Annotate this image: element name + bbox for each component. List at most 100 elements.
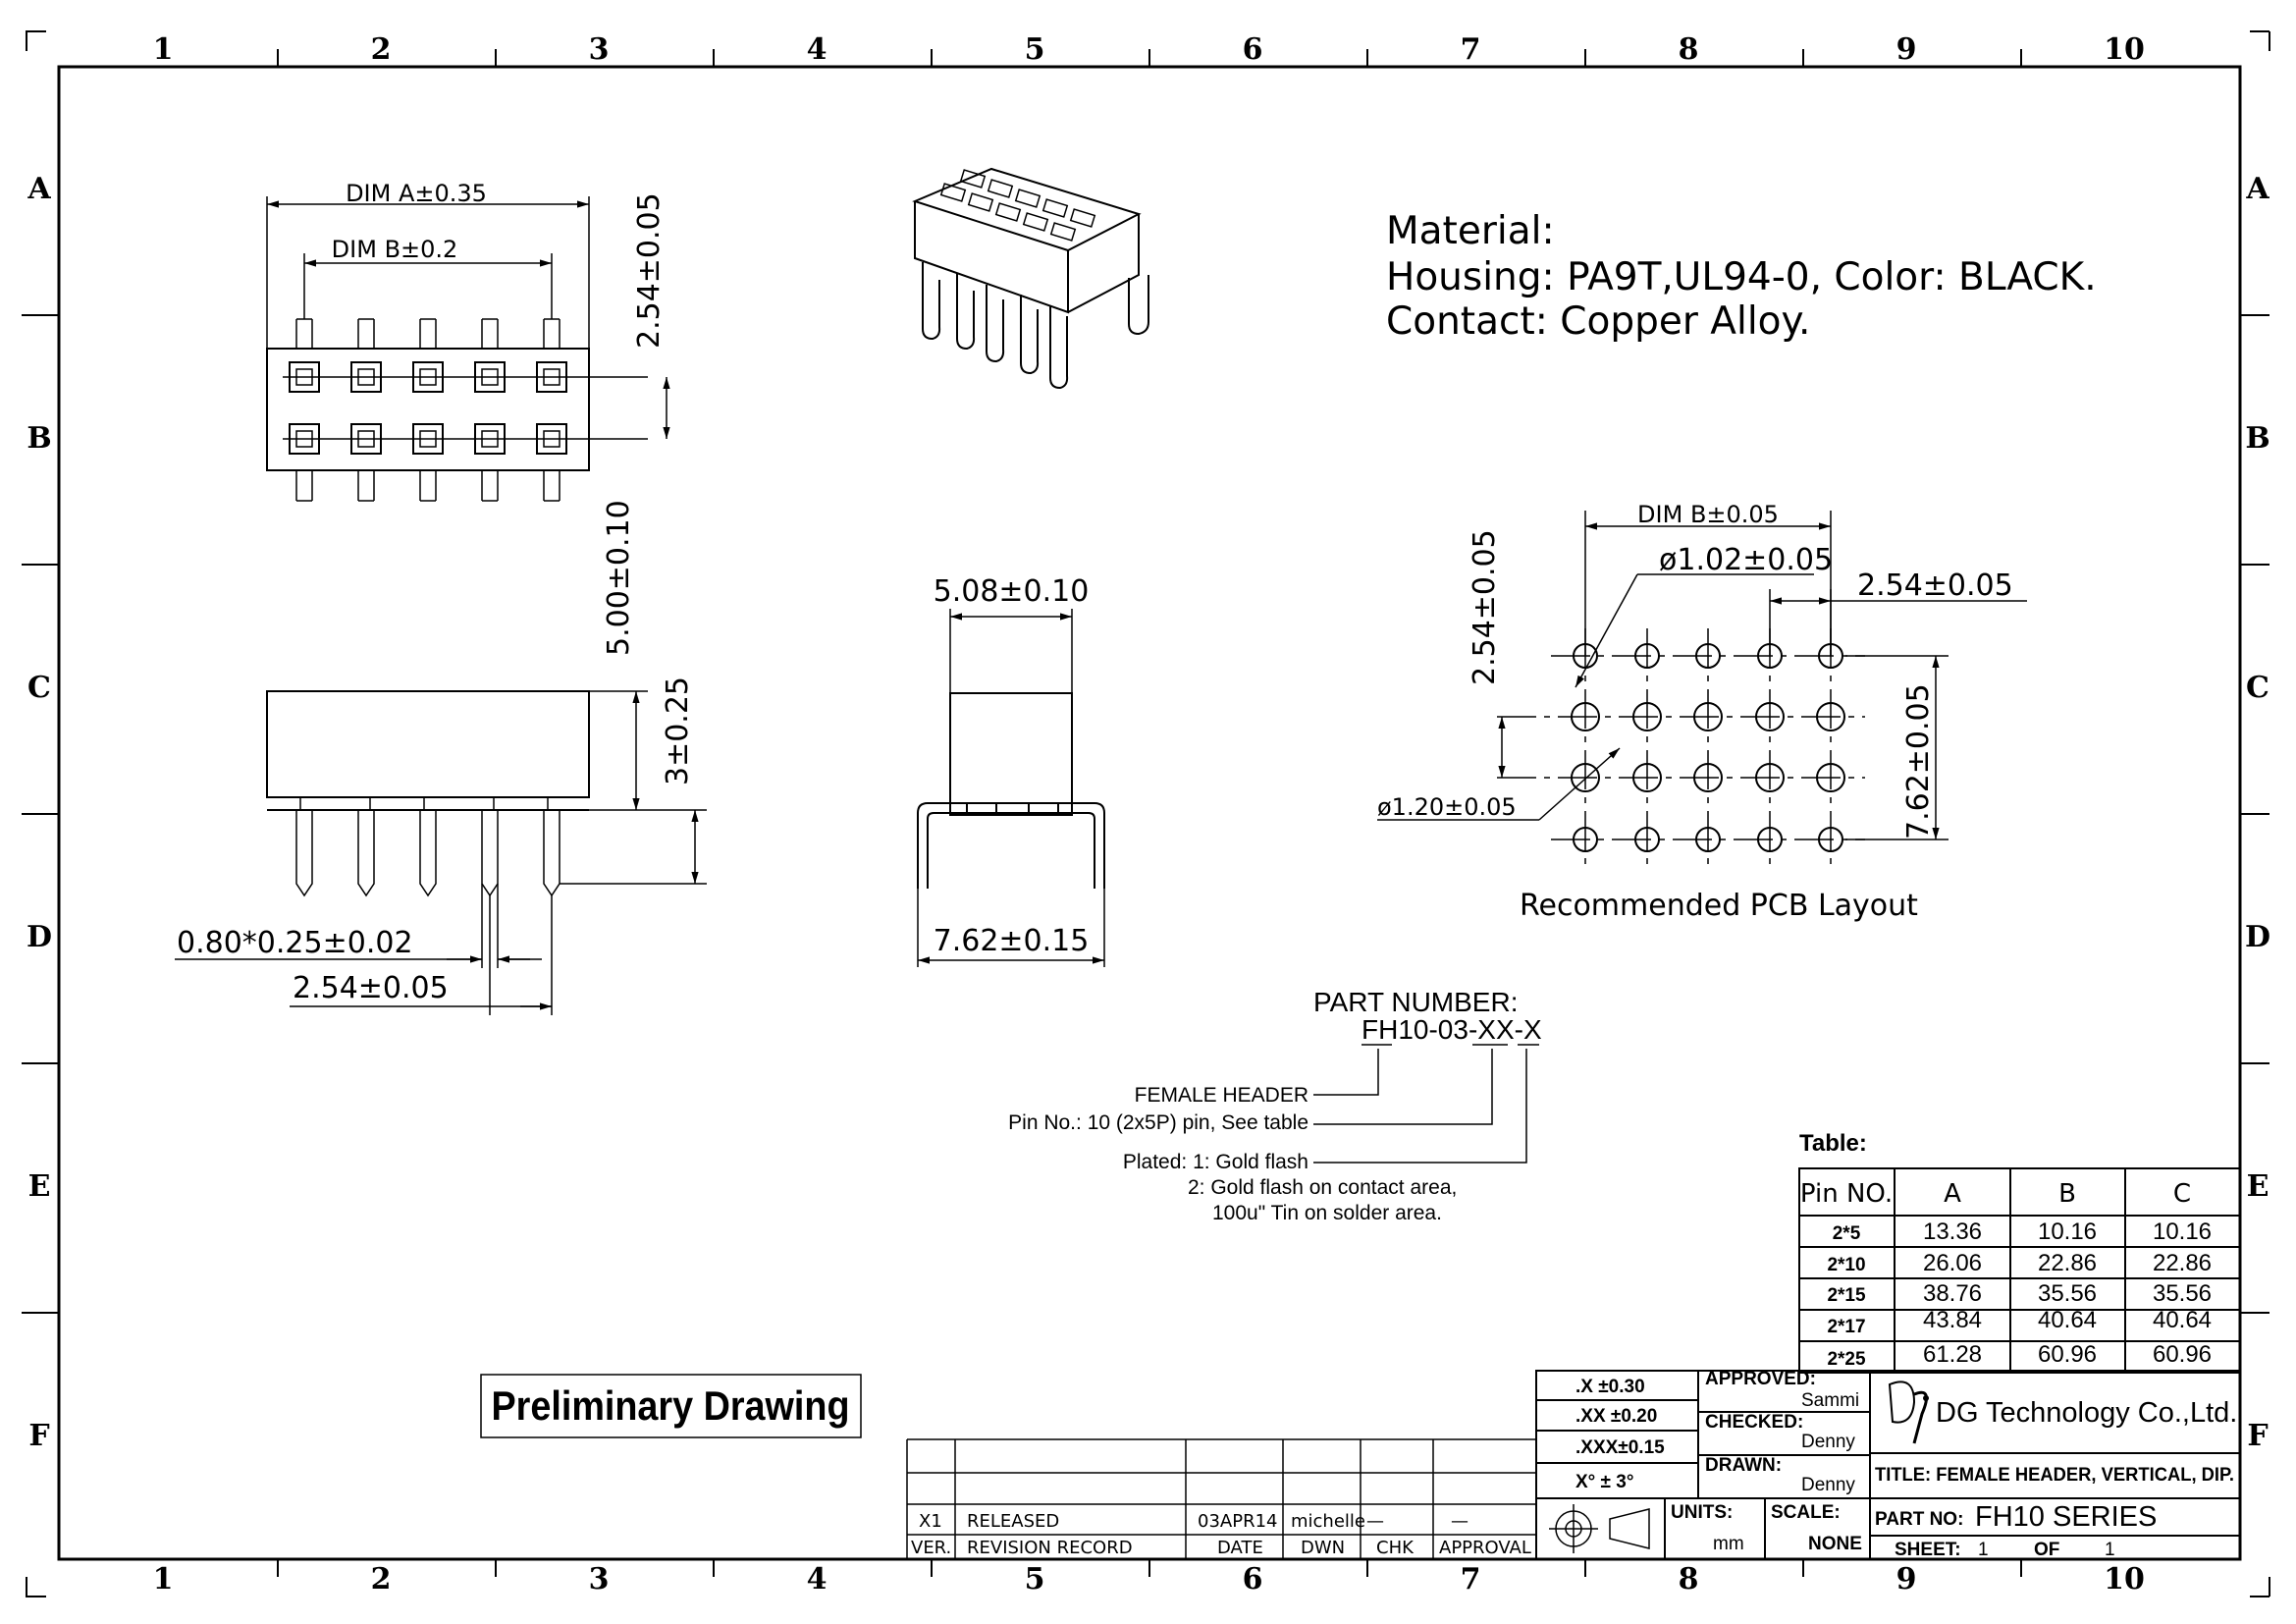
end-width-label: 5.08±0.10 — [934, 574, 1090, 609]
pcb-hole-large-label: ø1.20±0.05 — [1377, 793, 1517, 821]
table-cell: 60.96 — [2153, 1341, 2212, 1368]
zone-col-1-bottom: 1 — [153, 1562, 174, 1597]
pcb-layout: DIM B±0.05 ø1.02±0.05 2.54±0.05 2.54±0.0… — [1377, 501, 2027, 923]
side-pin-length-label: 3±0.25 — [661, 677, 695, 785]
table-cell: 10.16 — [2153, 1218, 2212, 1245]
pn-desc-female-header: FEMALE HEADER — [1135, 1084, 1308, 1107]
pn-prefix: FH — [1362, 1014, 1398, 1045]
pn-desc-pin-no: Pin No.: 10 (2x5P) pin, See table — [1008, 1111, 1308, 1134]
zone-row-c-right: C — [2246, 671, 2269, 705]
material-notes: Material: Housing: PA9T,UL94-0, Color: B… — [1386, 209, 2097, 344]
preliminary-label: Preliminary Drawing — [492, 1382, 850, 1429]
zone-labels-right: A B C D E F — [2245, 172, 2270, 1453]
drawn-name: Denny — [1801, 1475, 1855, 1495]
table-cell: 22.86 — [2153, 1250, 2212, 1276]
scale-label: SCALE: — [1771, 1502, 1841, 1523]
rev-header-record: REVISION RECORD — [967, 1538, 1133, 1558]
table-cell: 2*15 — [1827, 1285, 1866, 1306]
zone-col-2: 2 — [371, 32, 392, 67]
zone-col-5: 5 — [1025, 32, 1045, 67]
zone-row-d: D — [27, 920, 52, 954]
table-cell: 43.84 — [1923, 1307, 1982, 1333]
table-row: 2*5 13.36 10.16 10.16 — [1833, 1218, 2212, 1245]
zone-col-4-bottom: 4 — [807, 1562, 828, 1597]
side-height-label: 5.00±0.10 — [602, 500, 636, 656]
pn-dash: - — [1515, 1014, 1523, 1045]
zone-labels-bottom: 1 2 3 4 5 6 7 8 9 10 — [153, 1562, 2145, 1597]
pn-desc-plated-2: 2: Gold flash on contact area, — [1188, 1176, 1457, 1199]
pin-size-label: 0.80*0.25±0.02 — [177, 926, 413, 960]
zone-row-e: E — [28, 1169, 51, 1204]
part-no-value: FH10 SERIES — [1975, 1501, 2157, 1533]
zone-row-e-right: E — [2247, 1169, 2269, 1204]
material-housing: Housing: PA9T,UL94-0, Color: BLACK. — [1386, 255, 2097, 299]
zone-col-10-bottom: 10 — [2104, 1562, 2145, 1597]
zone-col-10: 10 — [2104, 32, 2145, 67]
table-header-a: A — [1944, 1179, 1961, 1209]
pn-x: X — [1523, 1014, 1542, 1045]
zone-col-9-bottom: 9 — [1896, 1562, 1917, 1597]
zone-col-6-bottom: 6 — [1243, 1562, 1263, 1597]
end-view: 5.08±0.10 7.62±0.15 — [917, 574, 1105, 967]
table-cell: 22.86 — [2038, 1250, 2097, 1276]
approved-name: Sammi — [1801, 1390, 1859, 1411]
rev-header-approval: APPROVAL — [1439, 1538, 1531, 1558]
table-cell: 61.28 — [1923, 1341, 1982, 1368]
zone-labels-left: A B C D E F — [27, 172, 52, 1453]
rev-header-ver: VER. — [911, 1538, 951, 1558]
pn-desc-plated-1: Plated: 1: Gold flash — [1123, 1151, 1308, 1173]
rev-dwn: michelle — [1291, 1511, 1365, 1532]
approved-label: APPROVED: — [1705, 1369, 1816, 1389]
side-view: 5.00±0.10 3±0.25 0.80*0.25±0.02 2.54±0.0… — [175, 500, 707, 1015]
zone-col-2-bottom: 2 — [371, 1562, 392, 1597]
table-cell: 26.06 — [1923, 1250, 1982, 1276]
zone-row-d-right: D — [2245, 920, 2270, 954]
material-title: Material: — [1386, 209, 1555, 253]
zone-row-f: F — [28, 1419, 49, 1453]
side-pitch-label: 2.54±0.05 — [293, 971, 449, 1005]
part-number-code: FH10-03-XX-X — [1362, 1014, 1542, 1045]
sheet-value: 1 — [1978, 1540, 1989, 1560]
tolerance-xxx: .XXX±0.15 — [1575, 1437, 1665, 1458]
table-cell: 2*25 — [1827, 1349, 1866, 1370]
zone-col-7: 7 — [1461, 32, 1481, 67]
zone-col-7-bottom: 7 — [1461, 1562, 1481, 1597]
preliminary-stamp: Preliminary Drawing — [480, 1374, 862, 1438]
zone-col-3: 3 — [589, 32, 610, 67]
table-cell: 60.96 — [2038, 1341, 2097, 1368]
top-pitch-label: 2.54±0.05 — [632, 192, 667, 349]
company-logo-icon — [1888, 1380, 1929, 1444]
tolerance-x: .X ±0.30 — [1575, 1377, 1645, 1397]
table-header-b: B — [2058, 1179, 2076, 1209]
material-contact: Contact: Copper Alloy. — [1386, 299, 1810, 344]
zone-col-8-bottom: 8 — [1679, 1562, 1699, 1597]
top-view: DIM A±0.35 DIM B±0.2 2.54±0.05 — [266, 180, 670, 502]
table-row: 2*15 38.76 35.56 35.56 — [1827, 1280, 2212, 1307]
table-cell: 35.56 — [2038, 1280, 2097, 1307]
tolerance-angle: X° ± 3° — [1575, 1472, 1633, 1492]
table-cell: 2*10 — [1827, 1255, 1865, 1275]
projection-symbol-icon — [1549, 1504, 1650, 1553]
drawing-title: TITLE: FEMALE HEADER, VERTICAL, DIP. — [1875, 1465, 2234, 1486]
zone-col-4: 4 — [807, 32, 828, 67]
rev-ver: X1 — [919, 1511, 942, 1532]
table-cell: 40.64 — [2038, 1307, 2097, 1333]
zone-col-6: 6 — [1243, 32, 1263, 67]
table-cell: 2*17 — [1827, 1317, 1865, 1337]
company-name: DG Technology Co.,Ltd. — [1936, 1397, 2237, 1429]
zone-row-a-right: A — [2245, 172, 2269, 206]
checked-name: Denny — [1801, 1432, 1855, 1452]
table-cell: 10.16 — [2038, 1218, 2097, 1245]
pcb-dim-b-label: DIM B±0.05 — [1637, 501, 1779, 528]
sheet-label: SHEET: — [1895, 1540, 1961, 1560]
zone-row-b-right: B — [2245, 421, 2269, 456]
pn-xx: XX — [1477, 1014, 1515, 1045]
part-no-label: PART NO: — [1875, 1509, 1963, 1530]
pcb-row-spacing-label: 7.62±0.05 — [1901, 683, 1936, 839]
of-value: 1 — [2105, 1540, 2115, 1560]
pn-desc-plated-3: 100u" Tin on solder area. — [1212, 1202, 1442, 1224]
zone-row-b: B — [27, 421, 51, 456]
zone-labels-top: 1 2 3 4 5 6 7 8 9 10 — [153, 32, 2145, 67]
table-cell: 38.76 — [1923, 1280, 1982, 1307]
